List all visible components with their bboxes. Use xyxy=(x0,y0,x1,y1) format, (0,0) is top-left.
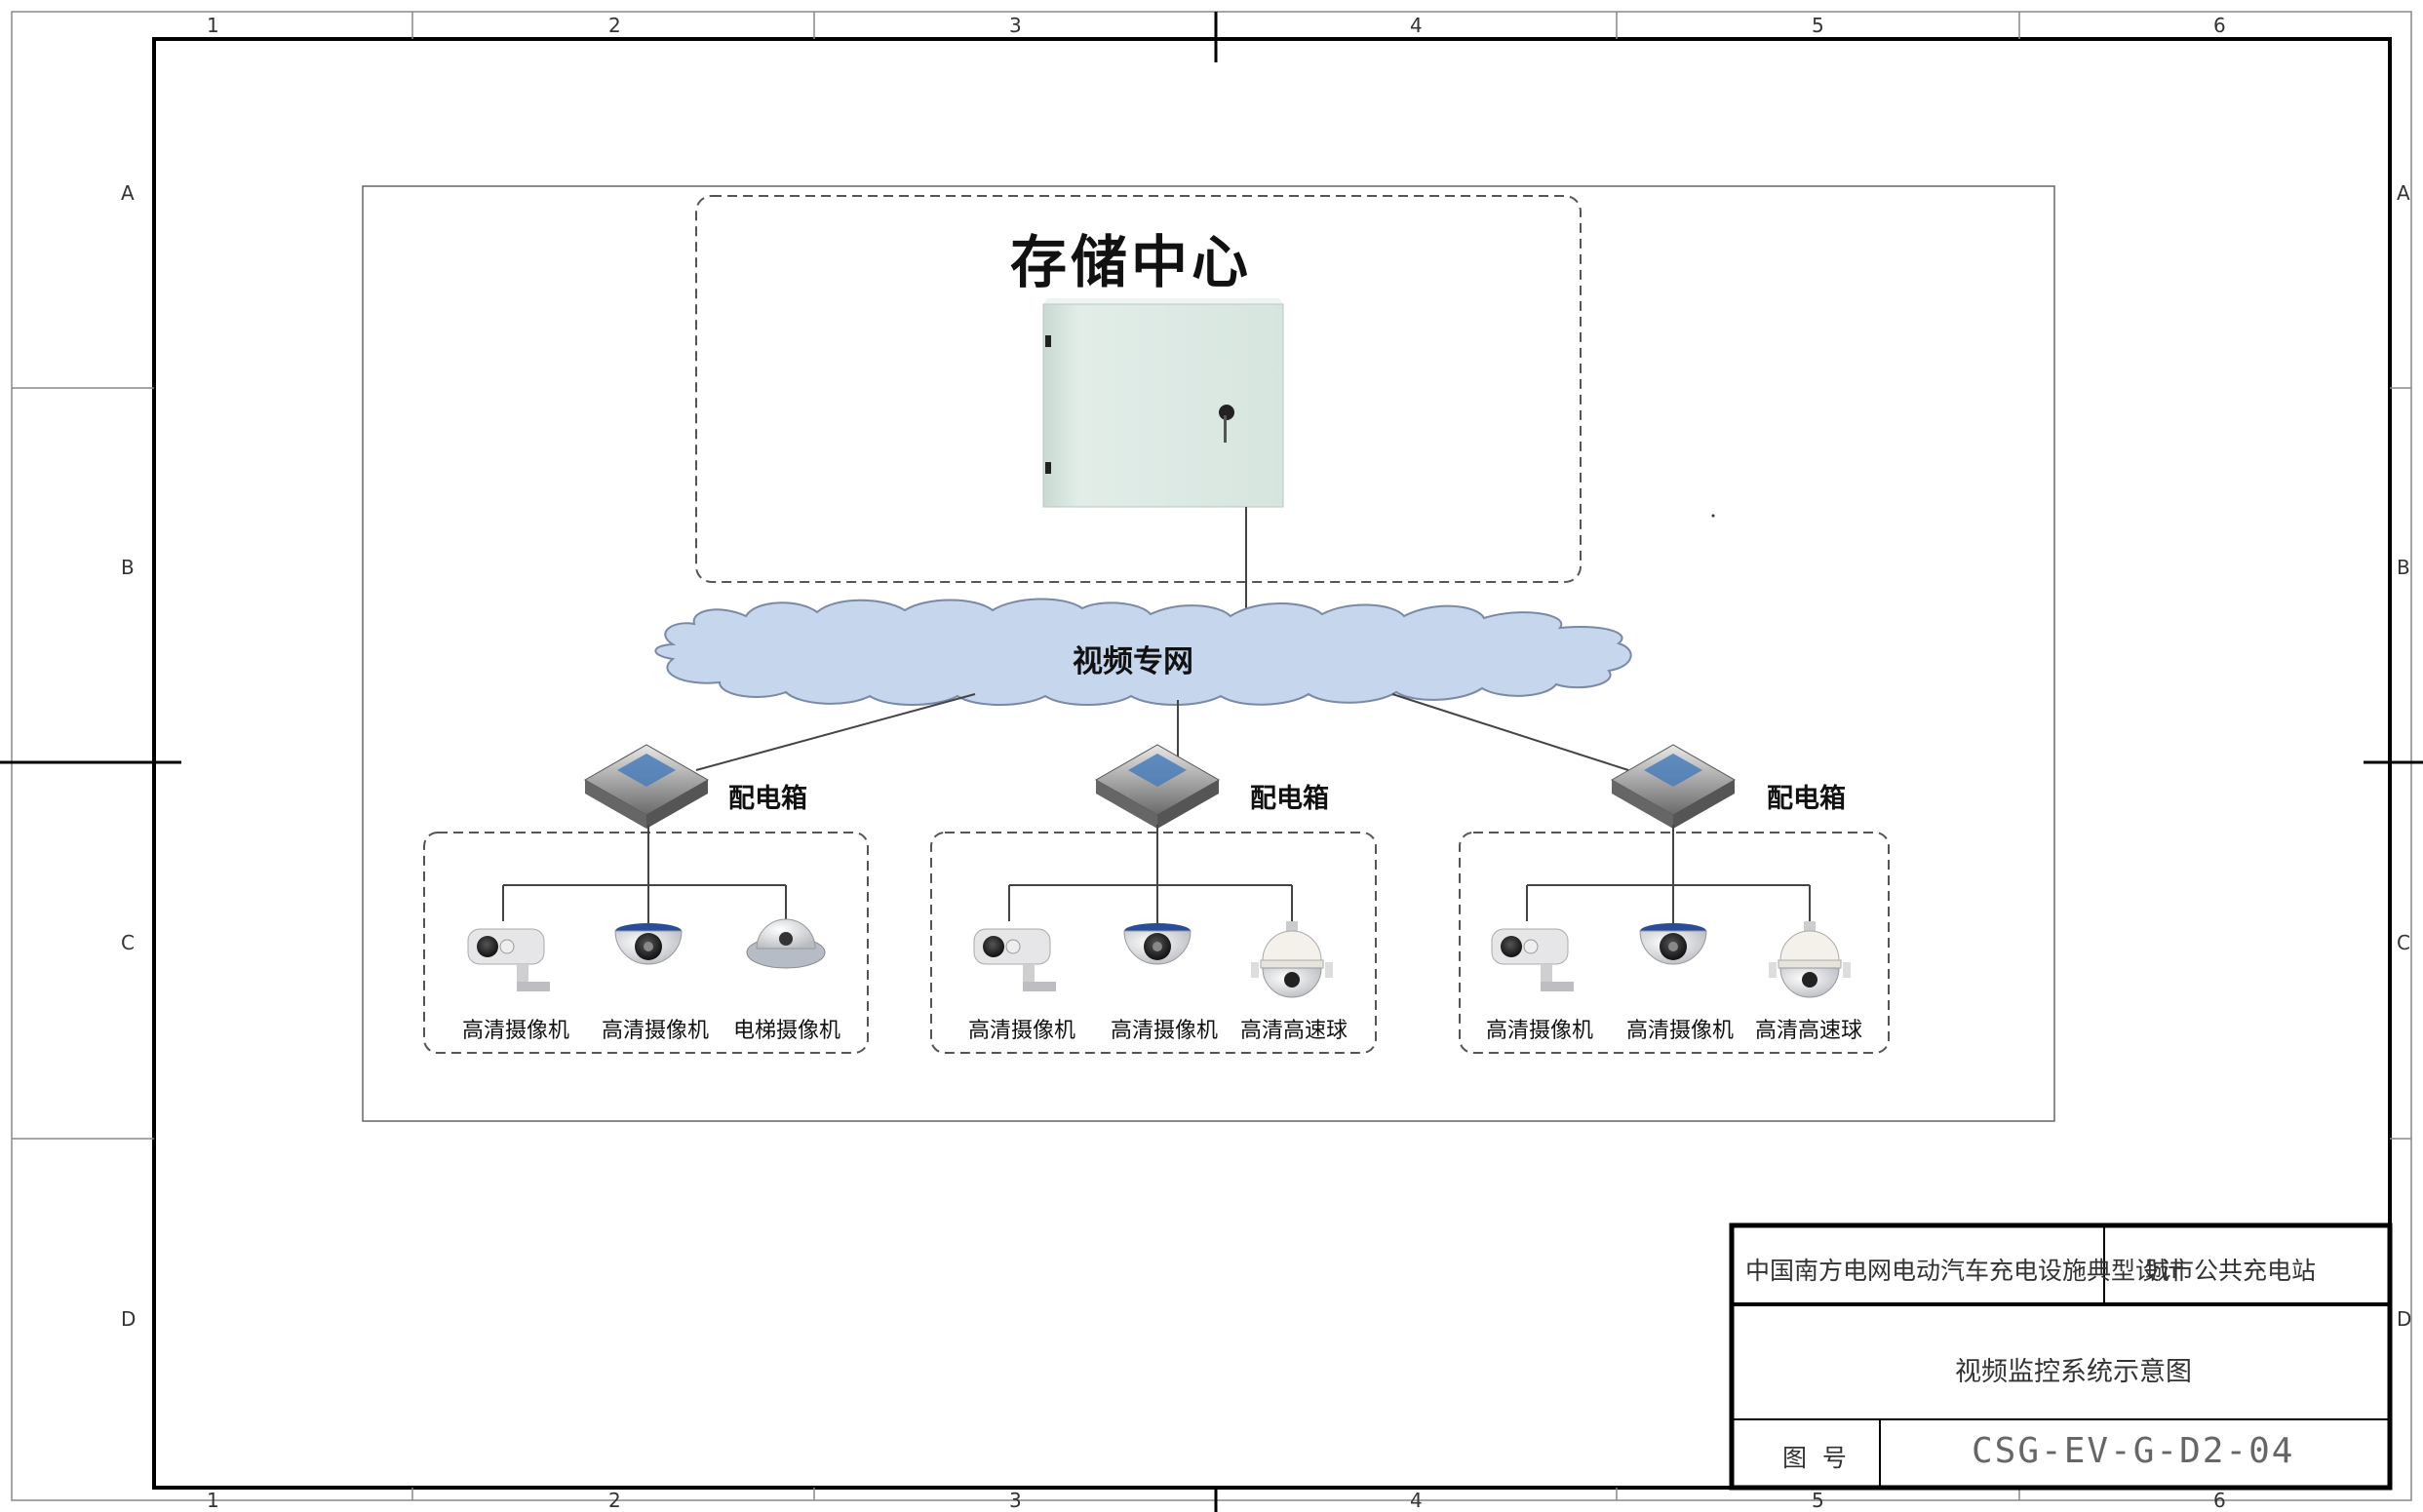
camera-2-1-label: 高清摄像机 xyxy=(968,1019,1076,1043)
camera-1-1-label: 高清摄像机 xyxy=(462,1019,570,1043)
bullet-camera-icon xyxy=(973,928,1056,991)
zone-col-2-bottom: 2 xyxy=(608,1489,621,1512)
zone-row-c: C xyxy=(121,931,135,954)
bullet-camera-icon xyxy=(1491,928,1574,991)
drawing-title: 视频监控系统示意图 xyxy=(1955,1357,2192,1387)
zone-col-6: 6 xyxy=(2213,14,2226,37)
network-link-1 xyxy=(695,693,976,771)
zone-row-d-right: D xyxy=(2397,1307,2412,1331)
zone-col-1-bottom: 1 xyxy=(207,1489,219,1512)
network-cloud xyxy=(654,598,1632,706)
drawing-no-label: 图 号 xyxy=(1782,1444,1847,1472)
elevator-camera-icon xyxy=(746,918,826,969)
distribution-box-2-icon xyxy=(1094,744,1221,829)
project-name: 中国南方电网电动汽车充电设施典型设计 xyxy=(1745,1257,2185,1285)
camera-3-1-label: 高清摄像机 xyxy=(1486,1019,1594,1043)
storage-center-title: 存储中心 xyxy=(1010,229,1253,295)
storage-cabinet-icon xyxy=(1042,298,1284,508)
camera-group-3 xyxy=(1459,832,1890,1054)
distribution-box-1-icon xyxy=(583,744,710,829)
dome-camera-icon xyxy=(614,923,683,965)
zone-row-a: A xyxy=(121,181,135,205)
network-label: 视频专网 xyxy=(1073,644,1193,679)
network-link-3 xyxy=(1391,693,1629,771)
speed-dome-camera-icon xyxy=(1769,921,1851,998)
zone-col-5-bottom: 5 xyxy=(1812,1489,1824,1512)
camera-group-1 xyxy=(423,832,869,1054)
zone-col-4-bottom: 4 xyxy=(1410,1489,1423,1512)
zone-row-b-right: B xyxy=(2397,556,2410,579)
camera-group-2 xyxy=(930,832,1377,1054)
zone-col-3-bottom: 3 xyxy=(1009,1489,1022,1512)
zone-col-4: 4 xyxy=(1410,14,1423,37)
drawing-number: CSG-EV-G-D2-04 xyxy=(1972,1431,2295,1471)
zone-col-3: 3 xyxy=(1009,14,1022,37)
camera-2-3-label: 高清高速球 xyxy=(1240,1019,1348,1043)
camera-tree-1 xyxy=(502,825,787,926)
bullet-camera-icon xyxy=(467,928,550,991)
camera-3-2-label: 高清摄像机 xyxy=(1626,1019,1735,1043)
speed-dome-camera-icon xyxy=(1251,921,1333,998)
zone-row-a-right: A xyxy=(2397,181,2410,205)
camera-2-2-label: 高清摄像机 xyxy=(1111,1019,1219,1043)
zone-row-b: B xyxy=(121,556,135,579)
zone-row-c-right: C xyxy=(2397,931,2410,954)
dome-camera-icon xyxy=(1639,923,1707,965)
zone-col-5: 5 xyxy=(1812,14,1824,37)
zone-col-1: 1 xyxy=(207,14,219,37)
zone-row-d: D xyxy=(121,1307,137,1331)
zone-col-6-bottom: 6 xyxy=(2213,1489,2226,1512)
camera-3-3-label: 高清高速球 xyxy=(1755,1019,1863,1043)
camera-tree-2 xyxy=(1008,825,1293,926)
zone-col-2: 2 xyxy=(608,14,621,37)
camera-1-3-label: 电梯摄像机 xyxy=(733,1019,841,1043)
dome-camera-icon xyxy=(1123,923,1192,965)
site-type: 城市公共充电站 xyxy=(2145,1257,2317,1285)
distribution-box-3-label: 配电箱 xyxy=(1767,784,1846,814)
distribution-box-2-label: 配电箱 xyxy=(1250,784,1329,814)
camera-tree-3 xyxy=(1526,825,1811,926)
distribution-box-1-label: 配电箱 xyxy=(728,784,807,814)
distribution-box-3-icon xyxy=(1610,744,1737,829)
storage-center-group xyxy=(695,195,1582,583)
camera-1-2-label: 高清摄像机 xyxy=(602,1019,710,1043)
